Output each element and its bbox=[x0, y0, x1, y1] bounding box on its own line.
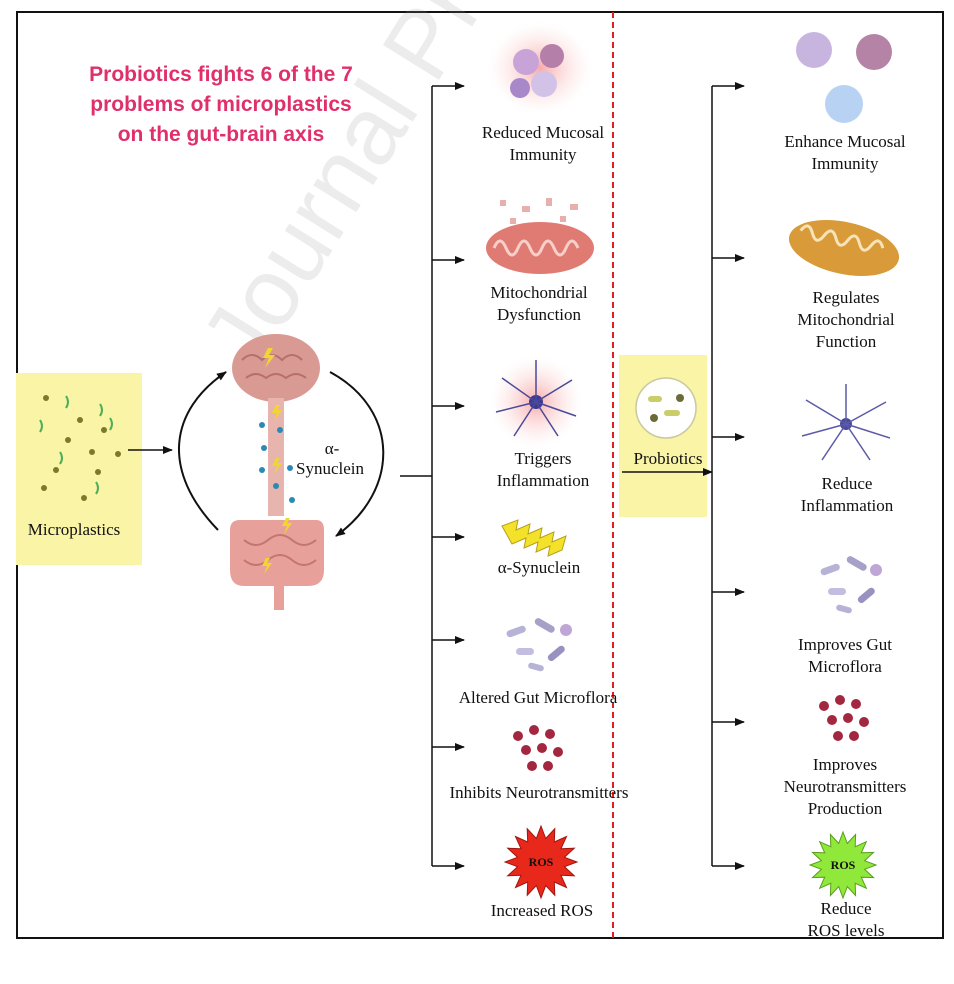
neurotransmitter-dots-icon bbox=[819, 695, 869, 741]
cycle-arrow-right bbox=[329, 371, 385, 537]
effect-label-microflora: Altered Gut Microflora bbox=[458, 688, 618, 707]
microplastics-label: Microplastics bbox=[27, 520, 121, 539]
neurotransmitter-dots-icon bbox=[513, 725, 563, 771]
synuclein-dots-icon bbox=[259, 405, 295, 503]
microplastics-highlight bbox=[16, 373, 142, 565]
lightning-bolts-icon bbox=[501, 519, 567, 557]
mitochondria-icon bbox=[788, 220, 900, 276]
bacteria-icon bbox=[506, 618, 572, 672]
immune-cells-icon bbox=[796, 32, 892, 123]
effect-label-ros: Increased ROS bbox=[490, 901, 594, 920]
figure-frame bbox=[16, 11, 944, 939]
intestines-icon bbox=[230, 518, 324, 610]
heading-line: on the gut-brain axis bbox=[117, 123, 325, 146]
inflamed-neuron-icon bbox=[490, 356, 582, 448]
ros-starburst-icon bbox=[808, 830, 878, 900]
heading-line: Probiotics fights 6 of the 7 bbox=[89, 63, 353, 86]
effect-label-neurotransmitters: Inhibits Neurotransmitters bbox=[449, 783, 629, 802]
bacteria-icon bbox=[820, 556, 882, 614]
cycle-arrow-left bbox=[177, 371, 227, 531]
ros-starburst-icon bbox=[503, 824, 579, 900]
synuclein-label-line1: α- bbox=[324, 439, 340, 458]
neuron-icon bbox=[801, 384, 891, 461]
microplastics-icon bbox=[39, 395, 121, 501]
heading-line: problems of microplastics bbox=[90, 93, 352, 116]
probiotics-label: Probiotics bbox=[633, 449, 703, 468]
effect-label-synuclein: α-Synuclein bbox=[497, 558, 581, 577]
probiotics-icon bbox=[635, 377, 697, 439]
immune-cells-icon bbox=[488, 22, 592, 114]
damaged-mitochondria-icon bbox=[486, 198, 594, 274]
ros-badge-right: ROS bbox=[831, 858, 856, 872]
ros-badge-left: ROS bbox=[529, 855, 554, 869]
figure-heading: Probiotics fights 6 of the 7 problems of… bbox=[32, 60, 410, 150]
brain-icon bbox=[232, 334, 320, 402]
synuclein-label-line2: Synuclein bbox=[296, 459, 364, 478]
